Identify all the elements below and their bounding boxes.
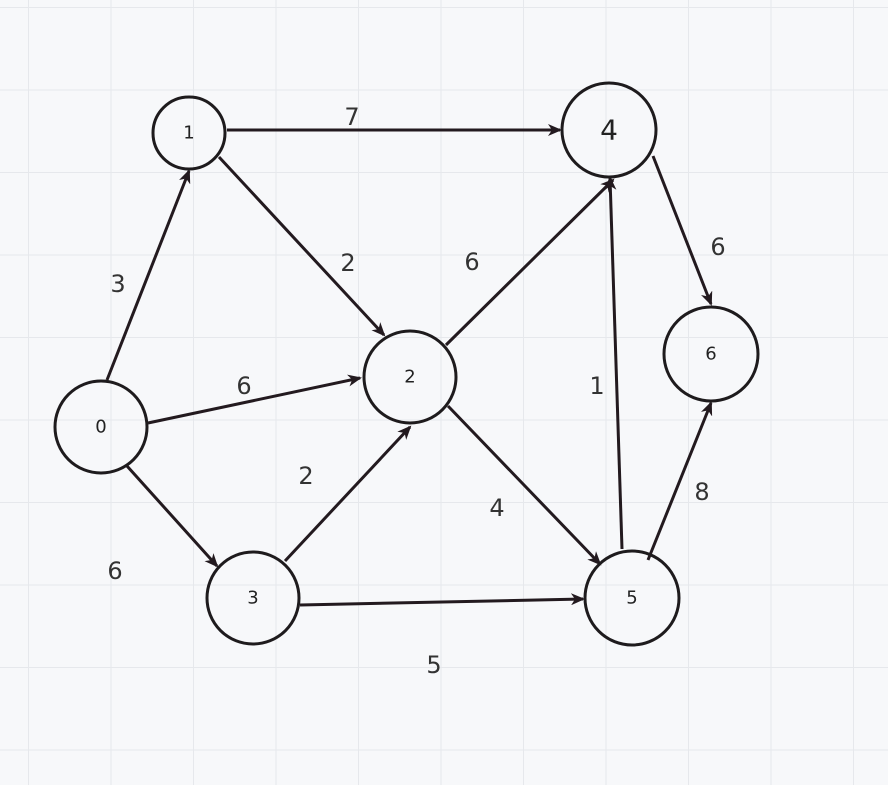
edge-0-3 bbox=[125, 464, 219, 568]
node-5: 5 bbox=[583, 549, 681, 647]
node-circle-4 bbox=[560, 81, 658, 179]
node-circle-6 bbox=[662, 305, 760, 403]
edge-5-4 bbox=[604, 176, 624, 550]
node-label-3: 3 bbox=[247, 588, 258, 609]
edges-layer bbox=[105, 124, 713, 607]
edge-2-4 bbox=[444, 178, 615, 347]
node-3: 3 bbox=[205, 550, 301, 646]
edge-0-2 bbox=[147, 374, 362, 425]
edge-3-2 bbox=[283, 425, 412, 563]
node-label-6: 6 bbox=[705, 344, 716, 365]
node-circle-3 bbox=[205, 550, 301, 646]
node-circle-2 bbox=[362, 329, 458, 425]
nodes-layer: 0 1 2 3 4 5 6 bbox=[53, 81, 760, 647]
edge-weight-1-2: 2 bbox=[340, 249, 355, 277]
edge-weight-1-4: 7 bbox=[344, 103, 359, 131]
node-circle-1 bbox=[151, 95, 227, 171]
node-circle-5 bbox=[583, 549, 681, 647]
node-label-2: 2 bbox=[404, 367, 415, 388]
node-label-0: 0 bbox=[95, 417, 106, 438]
edge-3-5 bbox=[299, 593, 585, 607]
node-circle-0 bbox=[53, 379, 149, 475]
node-0: 0 bbox=[53, 379, 149, 475]
node-6: 6 bbox=[662, 305, 760, 403]
node-1: 1 bbox=[151, 95, 227, 171]
edge-4-6 bbox=[651, 155, 713, 306]
node-4: 4 bbox=[560, 81, 658, 179]
weights-layer: 3 6 6 7 2 6 4 2 5 1 6 8 bbox=[107, 103, 725, 679]
node-label-4: 4 bbox=[600, 114, 618, 147]
edge-weight-5-4: 1 bbox=[589, 372, 604, 400]
edge-weight-5-6: 8 bbox=[694, 478, 709, 506]
edge-weight-2-5: 4 bbox=[489, 494, 504, 522]
edge-weight-4-6: 6 bbox=[710, 233, 725, 261]
edge-weight-3-2: 2 bbox=[298, 462, 313, 490]
edge-weight-0-1: 3 bbox=[110, 270, 125, 298]
edge-weight-0-3: 6 bbox=[107, 557, 122, 585]
node-2: 2 bbox=[362, 329, 458, 425]
edge-0-1 bbox=[105, 169, 191, 381]
edge-weight-3-5: 5 bbox=[426, 651, 441, 679]
node-label-5: 5 bbox=[626, 588, 637, 609]
edge-weight-0-2: 6 bbox=[236, 372, 251, 400]
edge-weight-2-4: 6 bbox=[464, 248, 479, 276]
node-label-1: 1 bbox=[183, 123, 194, 144]
edge-5-6 bbox=[646, 401, 713, 561]
edge-2-5 bbox=[446, 404, 602, 566]
edge-1-2 bbox=[217, 155, 386, 337]
